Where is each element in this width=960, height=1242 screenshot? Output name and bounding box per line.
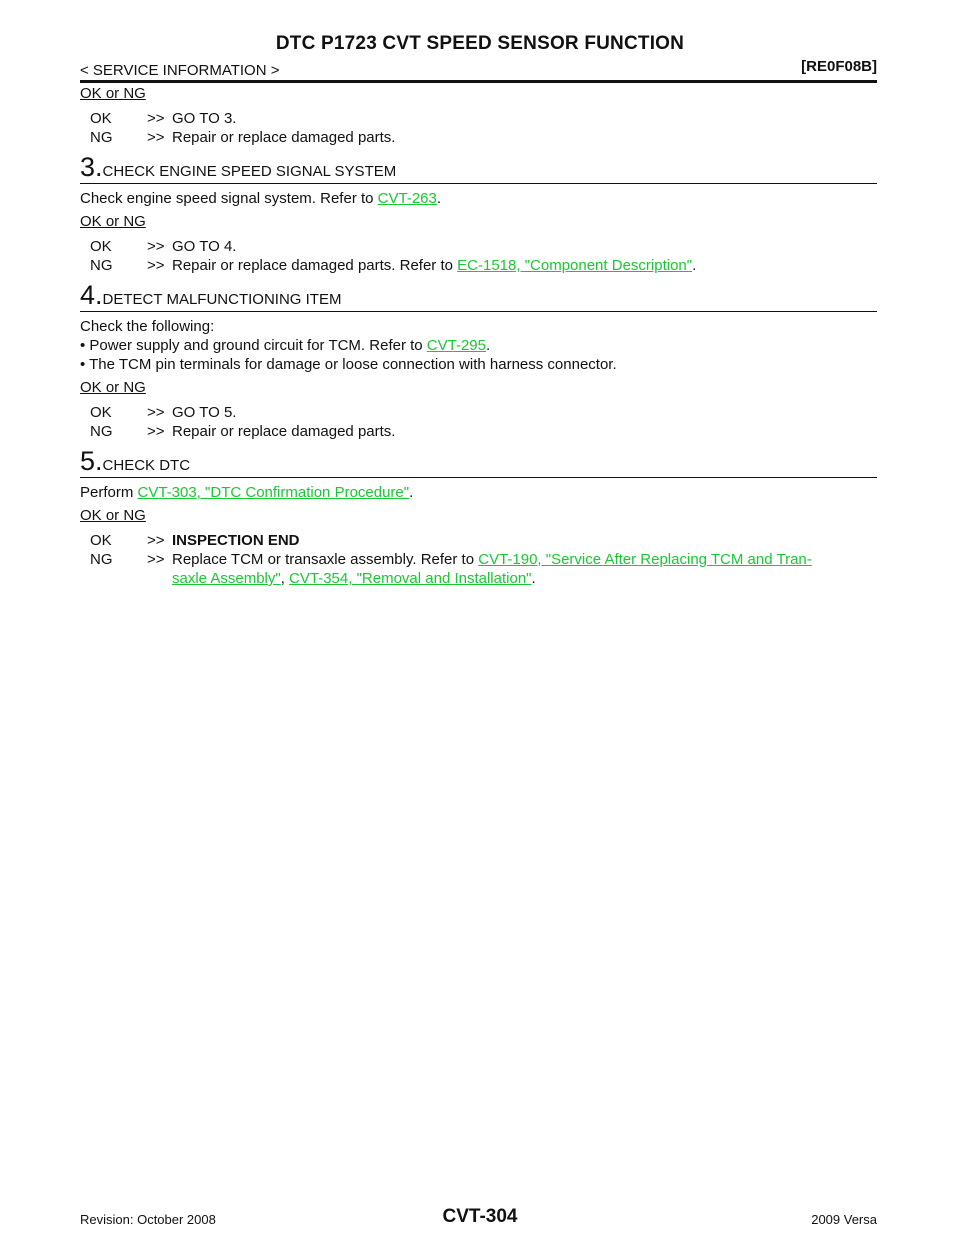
result-ok: OK >> GO TO 5. [80,403,877,422]
link-ec-1518[interactable]: EC-1518, "Component Description" [457,257,693,274]
bullet-text: • Power supply and ground circuit for TC… [80,337,427,354]
ok-or-ng-heading: OK or NG [80,85,146,102]
result-ng: NG >> Repair or replace damaged parts. [80,128,877,147]
result-arrow: >> [147,532,165,549]
step-3-heading: 3.CHECK ENGINE SPEED SIGNAL SYSTEM [80,153,877,184]
step-number: 3 [80,152,96,182]
step-dot: . [95,152,103,182]
result-key: NG [90,129,113,146]
step-dot: . [95,446,103,476]
punctuation: . [531,570,536,587]
result-arrow: >> [147,238,165,255]
result-text: Replace TCM or transaxle assembly. Refer… [172,551,479,568]
punctuation: . [436,190,442,207]
page-title: DTC P1723 CVT SPEED SENSOR FUNCTION [275,33,685,54]
result-arrow: >> [147,110,165,127]
result-ng: NG >> Repair or replace damaged parts. [80,422,877,441]
result-text: INSPECTION END [172,532,300,549]
result-text: GO TO 3. [172,110,237,127]
result-key: OK [90,238,112,255]
result-ok: OK >> GO TO 3. [80,109,877,128]
punctuation: . [409,484,414,501]
punctuation: . [486,337,491,354]
result-arrow: >> [147,257,165,274]
result-arrow: >> [147,423,165,440]
ok-or-ng-heading: OK or NG [80,507,146,524]
punctuation: . [692,257,697,274]
result-arrow: >> [147,551,165,568]
section-breadcrumb: < SERVICE INFORMATION > [80,62,280,79]
result-arrow: >> [147,129,165,146]
link-cvt-190-cont[interactable]: saxle Assembly" [172,570,281,587]
link-cvt-263[interactable]: CVT-263 [377,190,437,207]
result-ng-continuation: saxle Assembly", CVT-354, "Removal and I… [80,569,877,588]
header-row: < SERVICE INFORMATION > [RE0F08B] [80,58,877,80]
result-key: NG [90,257,113,274]
step-number: 5 [80,446,96,476]
step-4-intro: Check the following: [80,318,215,335]
procedure-content: OK or NG OK >> GO TO 3. NG >> Repair or repl… [80,84,877,588]
result-text: Repair or replace damaged parts. [172,129,396,146]
instruction-text: Perform [80,484,138,501]
instruction-text: Check engine speed signal system. Refer … [80,190,378,207]
result-ok: OK >> GO TO 4. [80,237,877,256]
link-cvt-354[interactable]: CVT-354, "Removal and Installation" [289,570,532,587]
step-5-heading: 5.CHECK DTC [80,447,877,478]
step-4-heading: 4.DETECT MALFUNCTIONING ITEM [80,281,877,312]
step-5-instruction: Perform CVT-303, "DTC Confirmation Proce… [80,483,877,502]
result-text: Repair or replace damaged parts. Refer t… [172,257,458,274]
header-divider [80,80,877,83]
result-ng: NG >> Repair or replace damaged parts. Ref… [80,256,877,275]
result-key: OK [90,532,112,549]
result-key: NG [90,423,113,440]
link-cvt-295[interactable]: CVT-295 [426,337,486,354]
step-number: 4 [80,280,96,310]
ok-or-ng-heading: OK or NG [80,213,146,230]
ok-or-ng-heading: OK or NG [80,379,146,396]
result-text: Repair or replace damaged parts. [172,423,396,440]
result-ok: OK >> INSPECTION END [80,531,877,550]
result-text: GO TO 5. [172,404,237,421]
result-text: GO TO 4. [172,238,237,255]
result-key: NG [90,551,113,568]
step-title: CHECK DTC [102,457,191,474]
footer-model: 2009 Versa [811,1212,877,1227]
step-4-bullet-2: • The TCM pin terminals for damage or lo… [80,356,617,373]
step-dot: . [95,280,103,310]
result-key: OK [90,110,112,127]
result-ng: NG >> Replace TCM or transaxle assembly. R… [80,550,877,569]
step-3-instruction: Check engine speed signal system. Refer … [80,189,877,208]
punctuation: , [280,570,290,587]
link-cvt-190[interactable]: CVT-190, "Service After Replacing TCM an… [478,551,812,568]
footer-revision: Revision: October 2008 [80,1212,216,1227]
model-code: [RE0F08B] [801,58,877,75]
result-arrow: >> [147,404,165,421]
step-title: DETECT MALFUNCTIONING ITEM [102,291,342,308]
step-4-bullet-1: • Power supply and ground circuit for TC… [80,336,877,355]
footer-page-number: CVT-304 [442,1206,518,1227]
result-key: OK [90,404,112,421]
step-title: CHECK ENGINE SPEED SIGNAL SYSTEM [102,163,397,180]
link-cvt-303[interactable]: CVT-303, "DTC Confirmation Procedure" [137,484,410,501]
